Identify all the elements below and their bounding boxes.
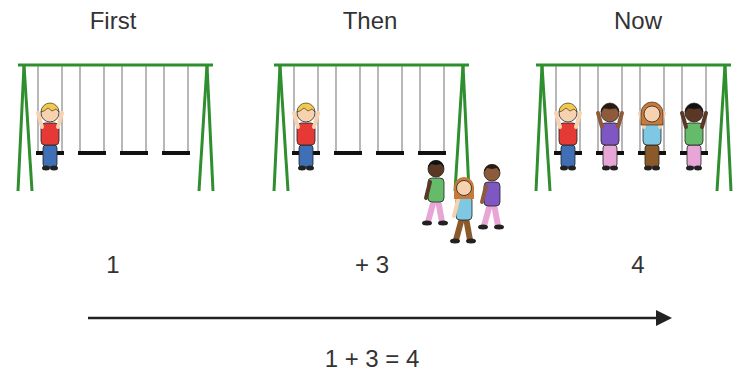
- step-number: + 3: [355, 252, 389, 278]
- step-heading: Now: [614, 8, 662, 34]
- step-number: 4: [631, 252, 644, 278]
- equation-text: 1 + 3 = 4: [325, 346, 420, 372]
- step-number: 1: [106, 252, 119, 278]
- step-heading: Then: [343, 8, 398, 34]
- step-heading: First: [90, 8, 137, 34]
